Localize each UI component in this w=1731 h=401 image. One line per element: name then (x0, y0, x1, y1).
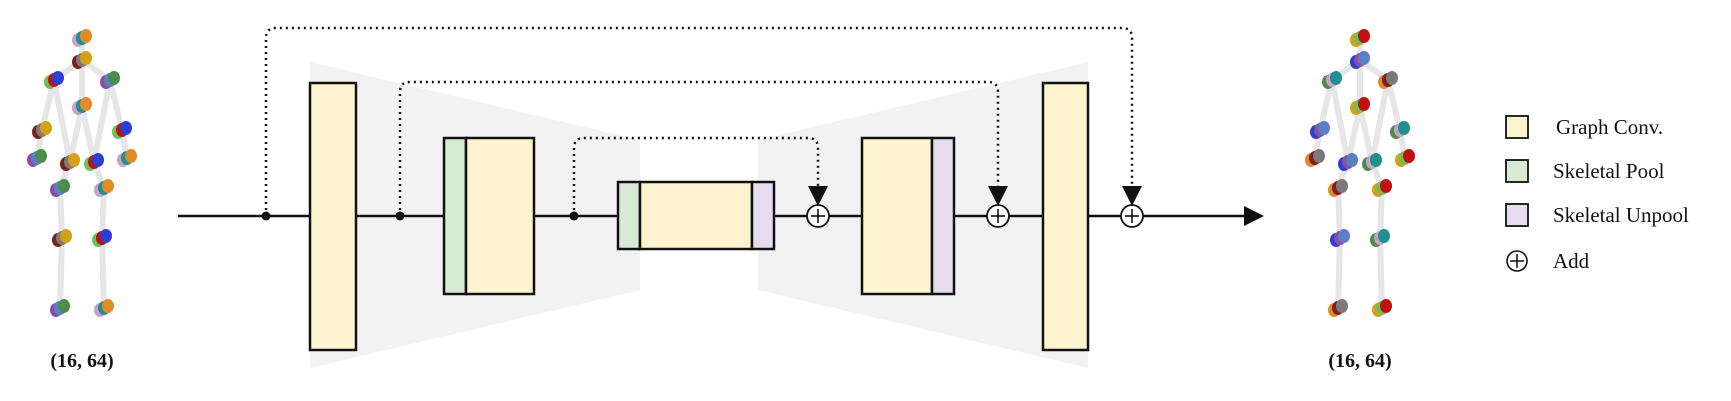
skeleton-joint (125, 149, 137, 163)
legend-add-label: Add (1553, 249, 1590, 273)
add-node-middle (986, 204, 1010, 228)
add-node-inner (806, 204, 830, 228)
skeleton-bone (57, 235, 65, 311)
input-dims-label: (16, 64) (50, 350, 113, 372)
skip-connection-inner (572, 136, 828, 216)
skeleton-joint (80, 97, 92, 111)
skeleton-joint (80, 51, 92, 65)
skeleton-joint (40, 121, 52, 135)
graph-conv-block-4 (860, 136, 934, 296)
legend-add-icon (1506, 250, 1528, 272)
skeleton-bone (91, 77, 113, 165)
skeleton-joint (92, 153, 104, 167)
branch-dot-middle (395, 211, 405, 221)
skeleton-joint (1346, 153, 1358, 167)
graph-conv-block-3 (638, 180, 754, 251)
skeleton-joint (58, 299, 70, 313)
skeletal-unpool-block-1 (750, 180, 776, 251)
skeleton-bone (1335, 185, 1343, 241)
skeleton-joint (58, 179, 70, 193)
skeleton-bone (99, 235, 107, 311)
skeleton-bone (51, 77, 73, 165)
skeleton-joint (1336, 179, 1348, 193)
skeleton-bone (67, 103, 85, 165)
output-dims-label: (16, 64) (1328, 350, 1391, 372)
skeleton-joint (52, 71, 64, 85)
legend-skeletal-unpool-label: Skeletal Unpool (1553, 203, 1689, 227)
skeleton-joint (1380, 179, 1392, 193)
graph-conv-block-2 (464, 136, 536, 296)
skeleton-joint (1386, 71, 1398, 85)
skeleton-joint (68, 153, 80, 167)
skeleton-joint (1318, 121, 1330, 135)
skeleton-joint (1398, 121, 1410, 135)
skeleton-joint (100, 229, 112, 243)
skeleton-joint (1338, 229, 1350, 243)
skeleton-bone (1335, 235, 1343, 311)
skeleton-joint (1358, 29, 1370, 43)
legend-skeletal-pool-label: Skeletal Pool (1553, 159, 1665, 183)
legend-skeletal-unpool-swatch (1505, 203, 1529, 227)
graph-conv-block-5 (1041, 81, 1090, 352)
add-node-outer (1120, 204, 1144, 228)
skeleton-bone (1369, 77, 1391, 165)
legend-skeletal-pool-swatch (1505, 159, 1529, 183)
legend-graph-conv-label: Graph Conv. (1556, 115, 1663, 139)
skeletal-pool-block-2 (616, 180, 642, 251)
skeleton-joint (1358, 51, 1370, 65)
skeleton-joint (1358, 97, 1370, 111)
skeleton-bone (1329, 77, 1351, 165)
skeleton-joint (102, 179, 114, 193)
skeleton-bone (57, 185, 65, 241)
skeleton-joint (80, 29, 92, 43)
input-skeleton (27, 29, 137, 317)
skeleton-bone (1357, 103, 1375, 165)
branch-dot-inner (569, 211, 579, 221)
skeletal-unpool-block-2 (930, 136, 956, 296)
skeleton-joint (1378, 229, 1390, 243)
skeleton-joint (1380, 299, 1392, 313)
skeleton-joint (108, 71, 120, 85)
skeleton-joint (1370, 153, 1382, 167)
skeleton-bone (79, 103, 97, 165)
skeleton-joint (1313, 149, 1325, 163)
skeleton-joint (60, 229, 72, 243)
skeleton-bone (1377, 235, 1385, 311)
skeleton-bone (107, 77, 125, 133)
skeleton-joint (1403, 149, 1415, 163)
output-skeleton (1305, 29, 1415, 317)
graph-conv-block-1 (308, 81, 358, 352)
skeleton-joint (1330, 71, 1342, 85)
skeleton-bone (1345, 103, 1363, 165)
skeleton-joint (1336, 299, 1348, 313)
skeleton-joint (35, 149, 47, 163)
branch-dot-outer (261, 211, 271, 221)
skeletal-pool-block-1 (442, 136, 468, 296)
skeleton-bone (1385, 77, 1403, 133)
legend-graph-conv-swatch (1505, 115, 1529, 139)
skeleton-joint (102, 299, 114, 313)
skeleton-bone (99, 185, 107, 241)
skeleton-joint (120, 121, 132, 135)
skeleton-bone (1377, 185, 1385, 241)
legend: Graph Conv. Skeletal Pool Skeletal Unpoo… (1505, 115, 1689, 273)
